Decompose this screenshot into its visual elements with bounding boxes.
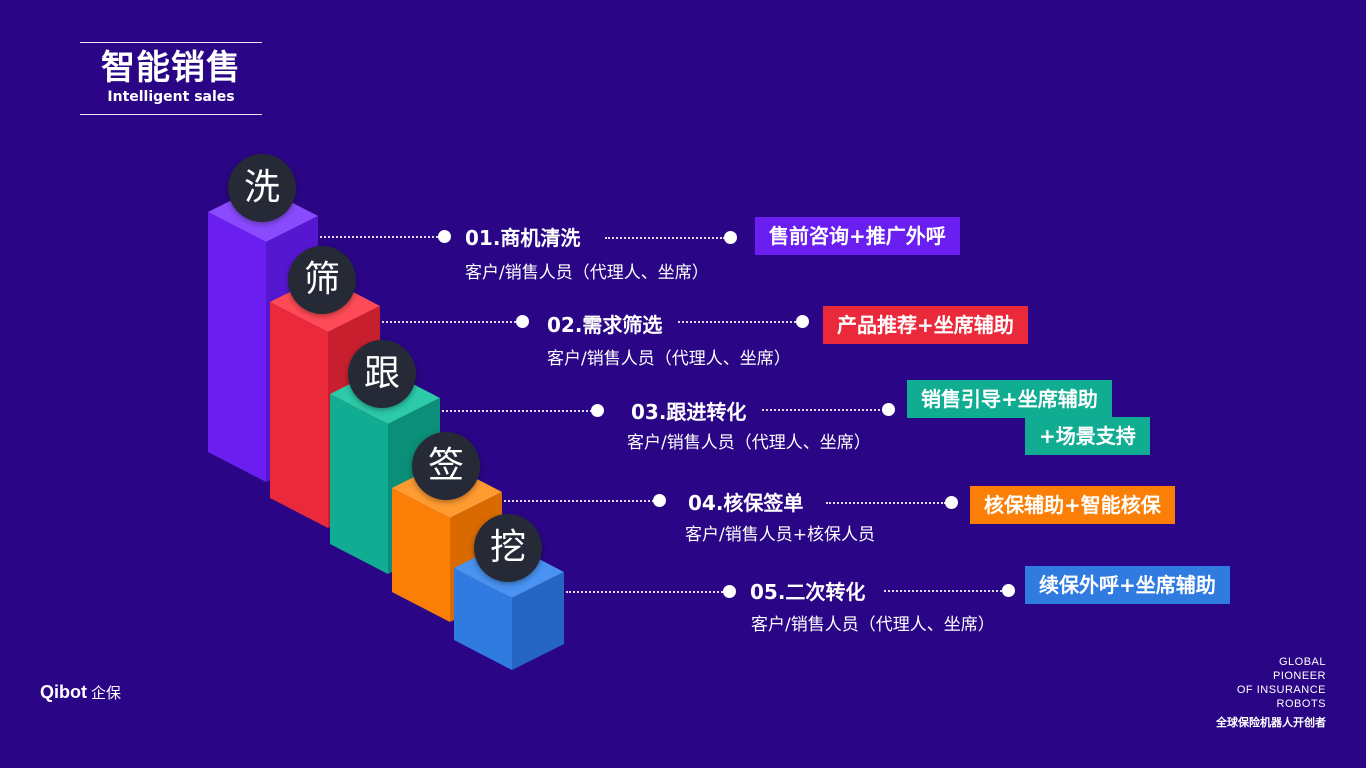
step3-leader-line bbox=[442, 410, 592, 412]
step5-tag-line bbox=[884, 590, 1002, 592]
step4-tag-line bbox=[826, 502, 946, 504]
step4-dot-left bbox=[653, 494, 666, 507]
step2-desc: 客户/销售人员（代理人、坐席） bbox=[547, 349, 791, 369]
step3-tag-extra: +场景支持 bbox=[1025, 417, 1150, 455]
step5-tag: 续保外呼+坐席辅助 bbox=[1025, 566, 1230, 604]
step4-desc: 客户/销售人员+核保人员 bbox=[685, 525, 875, 545]
step2-dot-right bbox=[796, 315, 809, 328]
step1-leader-line bbox=[320, 236, 442, 238]
title-bottom-rule bbox=[80, 114, 262, 115]
step1-char-badge: 洗 bbox=[228, 154, 296, 222]
step1-tag: 售前咨询+推广外呼 bbox=[755, 217, 960, 255]
step5-dot-left bbox=[723, 585, 736, 598]
step5-title: 05.二次转化 bbox=[750, 580, 866, 604]
step3-char-badge: 跟 bbox=[348, 340, 416, 408]
footer-en-line: PIONEER bbox=[1272, 670, 1326, 682]
title-top-rule bbox=[80, 42, 262, 43]
step5-dot-right bbox=[1002, 584, 1015, 597]
step4-char-badge: 签 bbox=[412, 432, 480, 500]
step2-title: 02.需求筛选 bbox=[547, 313, 663, 337]
footer-en-line: GLOBAL bbox=[1278, 656, 1326, 668]
step4-tag: 核保辅助+智能核保 bbox=[970, 486, 1175, 524]
footer-slogan-cn: 全球保险机器人开创者 bbox=[1216, 716, 1326, 729]
step3-tag: 销售引导+坐席辅助 bbox=[907, 380, 1112, 418]
footer-slogan-en: GLOBAL PIONEER OF INSURANCE ROBOTS bbox=[1237, 655, 1326, 711]
footer-en-line: ROBOTS bbox=[1276, 698, 1326, 710]
step2-tag: 产品推荐+坐席辅助 bbox=[823, 306, 1028, 344]
logo-text-cn: 企保 bbox=[91, 684, 122, 702]
step2-char-badge: 筛 bbox=[288, 246, 356, 314]
step1-dot-left bbox=[438, 230, 451, 243]
step4-dot-right bbox=[945, 496, 958, 509]
step2-leader-line bbox=[382, 321, 516, 323]
step5-leader-line bbox=[566, 591, 726, 593]
step3-dot-right bbox=[882, 403, 895, 416]
page-subtitle: Intelligent sales bbox=[107, 89, 235, 105]
page-title: 智能销售 bbox=[101, 48, 241, 88]
step3-tag-line bbox=[762, 409, 884, 411]
step1-title: 01.商机清洗 bbox=[465, 226, 581, 250]
step3-title: 03.跟进转化 bbox=[631, 400, 747, 424]
step1-tag-line bbox=[605, 237, 725, 239]
footer-en-line: OF INSURANCE bbox=[1236, 684, 1326, 696]
step2-tag-line bbox=[678, 321, 796, 323]
step4-title: 04.核保签单 bbox=[688, 491, 804, 515]
step4-leader-line bbox=[504, 500, 654, 502]
step5-char-badge: 挖 bbox=[474, 514, 542, 582]
step1-desc: 客户/销售人员（代理人、坐席） bbox=[465, 263, 709, 283]
step5-desc: 客户/销售人员（代理人、坐席） bbox=[751, 615, 995, 635]
step2-dot-left bbox=[516, 315, 529, 328]
step3-desc: 客户/销售人员（代理人、坐席） bbox=[627, 433, 871, 453]
step3-dot-left bbox=[591, 404, 604, 417]
logo-text: Qibot bbox=[40, 682, 87, 702]
step1-dot-right bbox=[724, 231, 737, 244]
